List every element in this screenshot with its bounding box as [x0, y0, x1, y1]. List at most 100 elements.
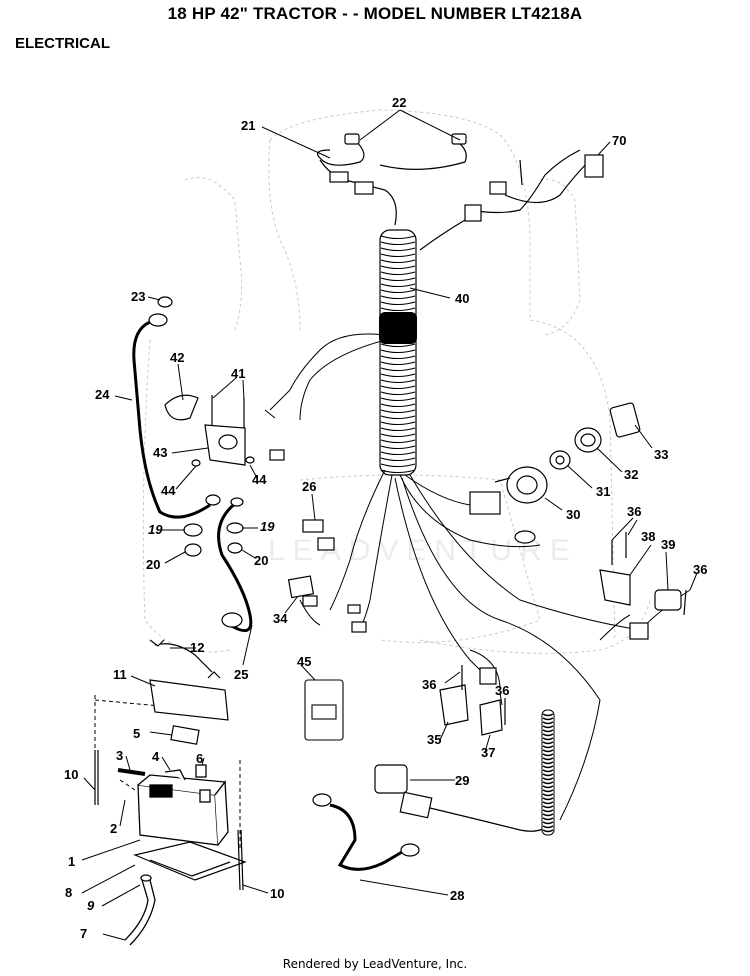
lead-coil-ring	[542, 733, 554, 737]
loom-coil-ring	[380, 295, 416, 300]
lead-coil-ring	[542, 785, 554, 789]
battery-hold-down	[149, 639, 229, 745]
harness-loom	[379, 229, 417, 476]
starter-solenoid	[374, 764, 551, 832]
callout-36-a: 36	[627, 504, 641, 519]
lead-coil-ring	[542, 773, 554, 777]
callout-44-right: 44	[252, 472, 267, 487]
loom-coil-ring	[380, 445, 416, 450]
drain-tube	[124, 874, 156, 946]
callout-34: 34	[273, 611, 288, 626]
lead-coil-ring	[542, 797, 554, 801]
loom-coil-ring	[380, 409, 416, 414]
loom-coil-ring	[380, 421, 416, 426]
callout-3: 3	[116, 748, 123, 763]
callout-5: 5	[133, 726, 140, 741]
loom-coil-ring	[380, 355, 416, 360]
wire-connectors	[269, 449, 649, 685]
lead-coil-ring	[542, 729, 554, 733]
loom-coil-ring	[380, 397, 416, 402]
lead-coil-ring	[542, 721, 554, 725]
lead-coil-ring	[542, 781, 554, 785]
callout-29: 29	[455, 773, 469, 788]
seat-switch-bracket	[599, 532, 687, 616]
loom-coil-ring	[380, 415, 416, 420]
callout-37: 37	[481, 745, 495, 760]
lead-coil-ring	[542, 737, 554, 741]
loom-coil-ring	[380, 349, 416, 354]
lead-coil-ring	[542, 789, 554, 793]
callout-10-bottom: 10	[270, 886, 284, 901]
callout-33: 33	[654, 447, 668, 462]
callout-41: 41	[231, 366, 245, 381]
loom-coil-ring	[380, 259, 416, 264]
lead-coil-ring	[542, 769, 554, 773]
callout-labels: 22 21 70 40 23 42 41 24 43 44 44 19 19 2…	[64, 95, 707, 941]
callout-36-d: 36	[495, 683, 509, 698]
callout-19-right: 19	[260, 519, 275, 534]
loom-coil-ring	[380, 343, 416, 348]
fuse-decal	[304, 679, 344, 741]
callout-36-c: 36	[422, 677, 436, 692]
callout-36-b: 36	[693, 562, 707, 577]
callout-35: 35	[427, 732, 441, 747]
lead-coil-ring	[542, 813, 554, 817]
callout-42: 42	[170, 350, 184, 365]
lead-coil-ring	[542, 761, 554, 765]
positive-cable	[217, 498, 253, 633]
loom-coil-ring	[380, 469, 416, 474]
loom-coil-ring	[380, 457, 416, 462]
callout-8: 8	[65, 885, 72, 900]
callout-43: 43	[153, 445, 167, 460]
callout-1: 1	[68, 854, 75, 869]
loom-coil-ring	[380, 433, 416, 438]
callout-39: 39	[661, 537, 675, 552]
callout-11: 11	[113, 667, 127, 682]
ignition-switch-group	[494, 402, 641, 504]
tractor-outline	[142, 109, 651, 654]
lead-coil-ring	[542, 757, 554, 761]
lead-coil-ring	[542, 717, 554, 721]
loom-coil-ring	[380, 427, 416, 432]
small-switch-parts	[287, 519, 335, 607]
lead-coil-ring	[542, 801, 554, 805]
loom-coil-ring	[380, 301, 416, 306]
callout-40: 40	[455, 291, 469, 306]
callout-20-right: 20	[254, 553, 268, 568]
loom-coil-ring	[380, 373, 416, 378]
callout-30: 30	[566, 507, 580, 522]
lead-coil-ring	[542, 713, 554, 717]
callout-23: 23	[131, 289, 145, 304]
loom-coil-ring	[380, 379, 416, 384]
callout-10-top: 10	[64, 767, 78, 782]
loom-coil-ring	[380, 283, 416, 288]
lead-coil-ring	[542, 809, 554, 813]
lead-coil-ring	[542, 753, 554, 757]
loom-coil-ring	[380, 289, 416, 294]
callout-9: 9	[87, 898, 95, 913]
callout-38: 38	[641, 529, 655, 544]
loom-coil-ring	[380, 367, 416, 372]
loom-coil-ring	[380, 463, 416, 468]
lead-coil-ring	[542, 805, 554, 809]
battery-cable	[312, 793, 420, 871]
callout-6: 6	[196, 751, 203, 766]
lead-coil-ring	[542, 749, 554, 753]
battery	[117, 764, 229, 846]
starter-mount	[164, 394, 255, 557]
callout-4: 4	[152, 749, 160, 764]
loom-coil-ring	[380, 307, 416, 312]
ground-cable	[132, 296, 211, 519]
loom-coil-ring	[380, 277, 416, 282]
section-heading: ELECTRICAL	[15, 35, 110, 52]
leader-lines	[81, 109, 698, 941]
loom-coil-ring	[380, 403, 416, 408]
loom-coil-ring	[380, 439, 416, 444]
hold-down-bolts	[94, 750, 244, 891]
harness-wires	[264, 333, 691, 821]
loom-coil-ring	[380, 361, 416, 366]
callout-28: 28	[450, 888, 464, 903]
callout-21: 21	[241, 118, 255, 133]
page-title: 18 HP 42" TRACTOR - - MODEL NUMBER LT421…	[167, 4, 583, 23]
